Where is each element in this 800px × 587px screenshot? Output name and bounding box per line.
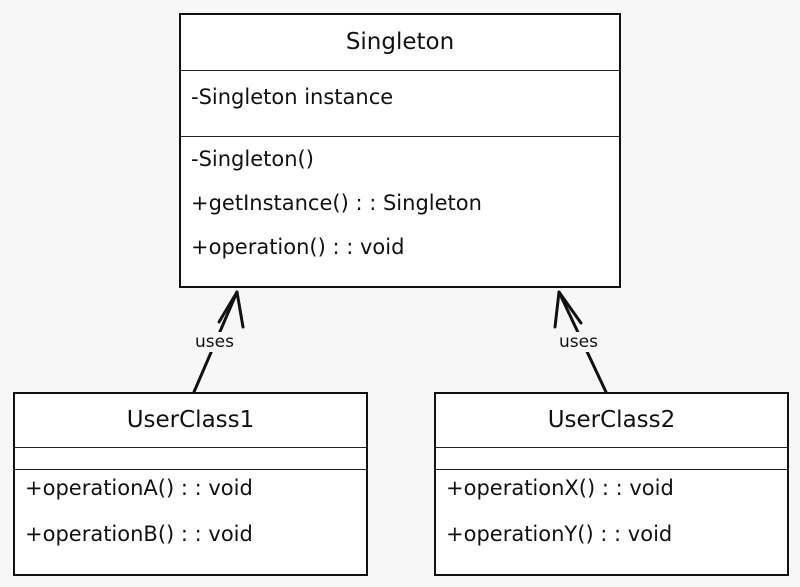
class-userclass1-attributes xyxy=(15,448,366,470)
uses-label-2: uses xyxy=(557,332,600,352)
class-userclass1-name: UserClass1 xyxy=(15,394,366,448)
arrowhead-1 xyxy=(217,290,245,329)
class-userclass1-operations: +operationA() : : void +operationB() : :… xyxy=(15,470,366,568)
class-userclass1[interactable]: UserClass1 +operationA() : : void +opera… xyxy=(13,392,368,576)
operation-item: +getInstance() : : Singleton xyxy=(191,191,482,215)
operation-item: +operation() : : void xyxy=(191,235,405,259)
uses-label-1: uses xyxy=(193,332,236,352)
class-singleton-operations: -Singleton() +getInstance() : : Singleto… xyxy=(181,137,619,279)
class-singleton-attributes: -Singleton instance xyxy=(181,71,619,137)
class-userclass2[interactable]: UserClass2 +operationX() : : void +opera… xyxy=(434,392,789,576)
attribute-item: -Singleton instance xyxy=(191,85,394,109)
class-singleton[interactable]: Singleton -Singleton instance -Singleton… xyxy=(179,13,621,288)
class-singleton-name: Singleton xyxy=(181,15,619,71)
operation-item: +operationA() : : void xyxy=(25,476,253,500)
class-userclass2-attributes xyxy=(436,448,787,470)
operation-item: -Singleton() xyxy=(191,147,314,171)
operation-item: +operationY() : : void xyxy=(446,522,673,546)
arrowhead-2 xyxy=(553,290,583,329)
class-userclass2-operations: +operationX() : : void +operationY() : :… xyxy=(436,470,787,568)
class-userclass2-name: UserClass2 xyxy=(436,394,787,448)
operation-item: +operationX() : : void xyxy=(446,476,674,500)
operation-item: +operationB() : : void xyxy=(25,522,253,546)
